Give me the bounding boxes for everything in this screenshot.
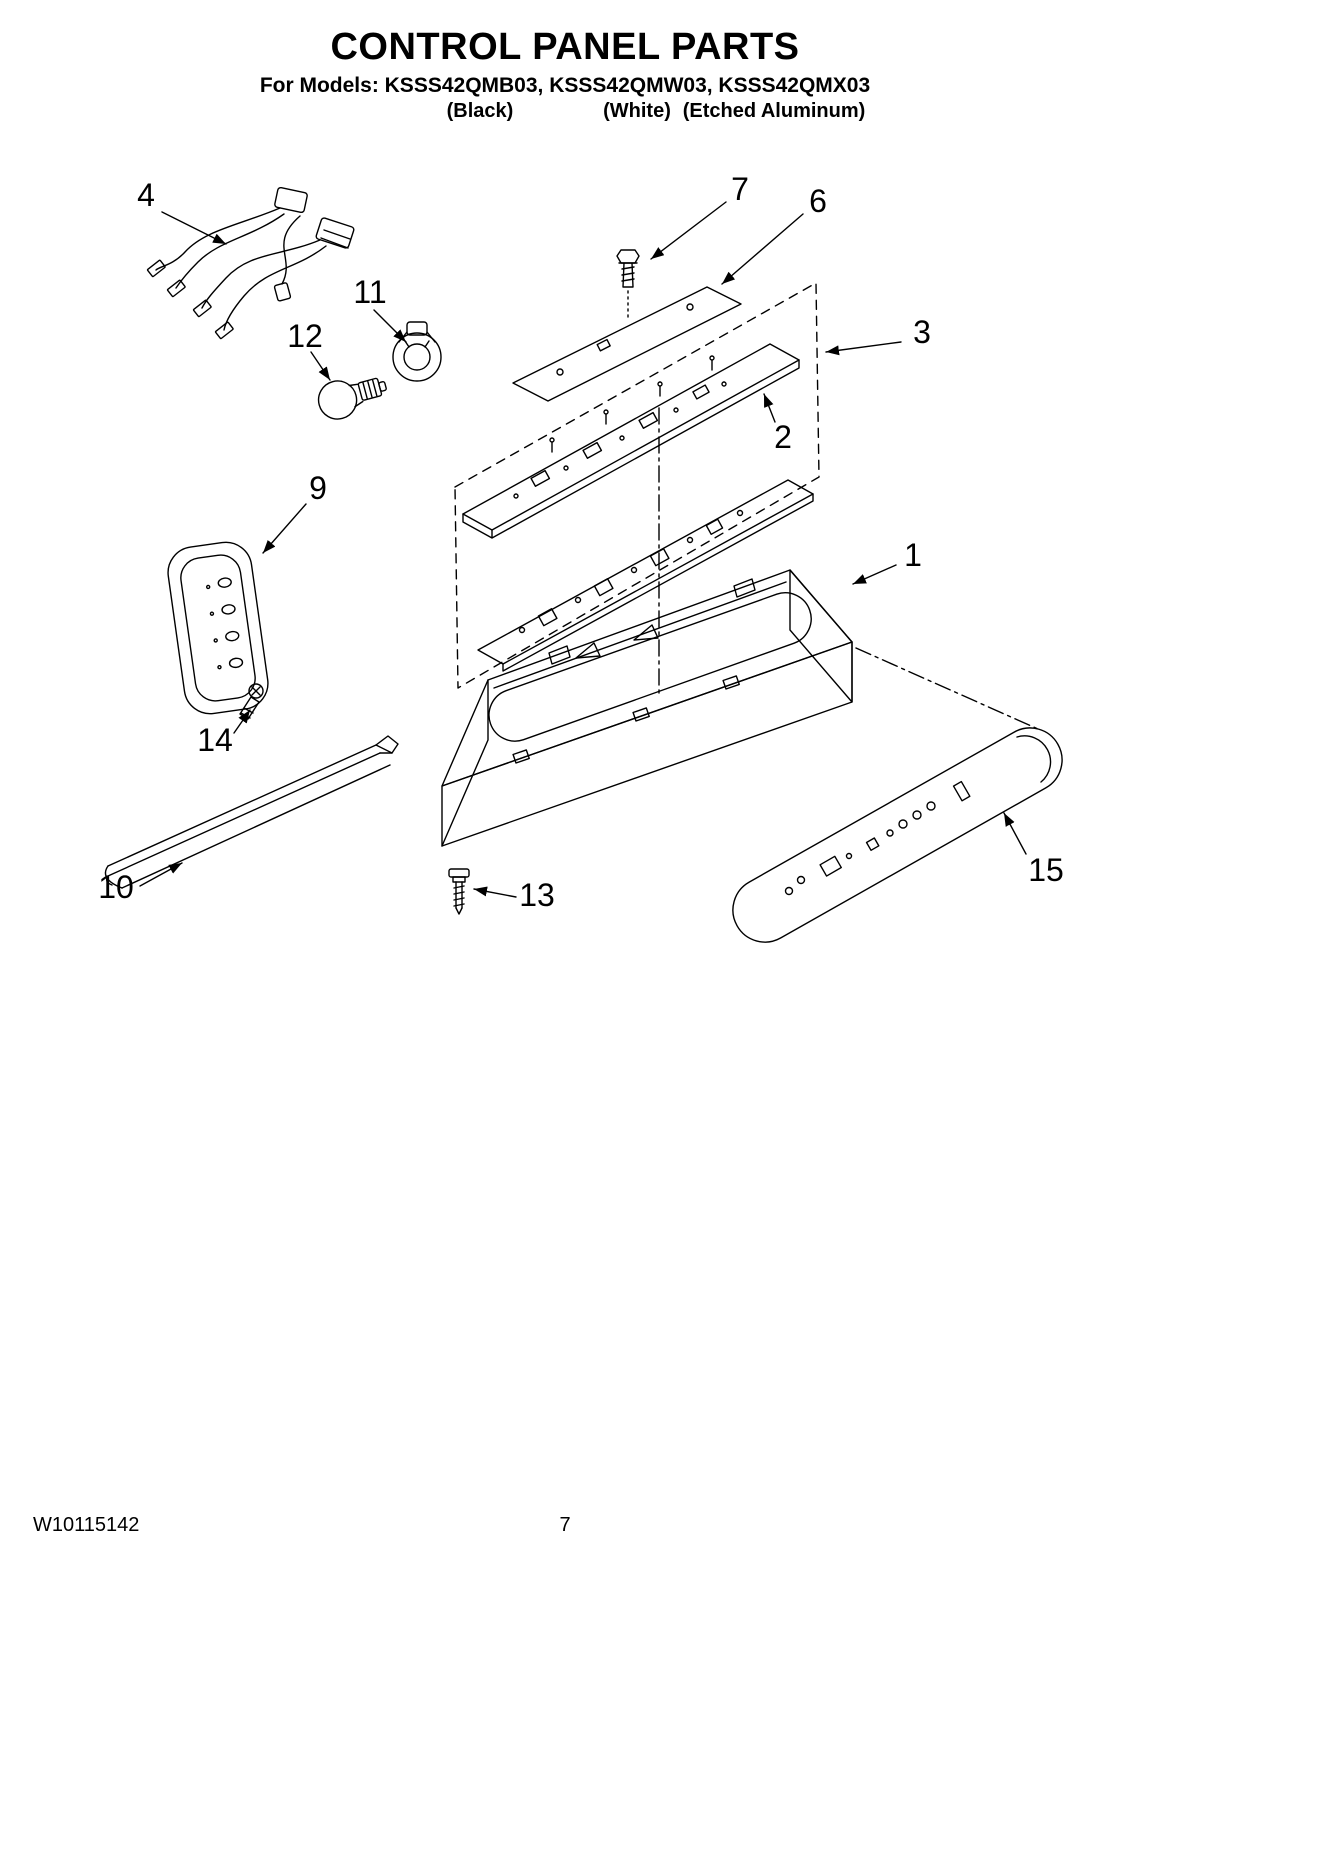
callout-10-label: 10 — [98, 869, 134, 905]
part-11-lamp-socket — [392, 321, 442, 382]
part-1-console-housing — [441, 569, 853, 847]
callout-10: 10 — [98, 862, 183, 905]
callout-14-label: 14 — [197, 722, 233, 758]
callout-13-label: 13 — [519, 877, 555, 913]
callout-13: 13 — [473, 877, 555, 913]
page-number: 7 — [559, 1514, 571, 1536]
part-2-membrane-panel — [477, 479, 814, 672]
models-line: For Models: KSSS42QMB03, KSSS42QMW03, KS… — [259, 74, 871, 97]
callout-6: 6 — [721, 183, 827, 285]
page-title: CONTROL PANEL PARTS — [330, 26, 800, 68]
callout-4: 4 — [137, 177, 227, 245]
part-13-screw — [448, 868, 470, 915]
callout-9-label: 9 — [309, 470, 327, 506]
part-12-light-bulb — [317, 377, 387, 420]
alignment-centerlines — [658, 407, 1039, 730]
part-7-screw — [616, 249, 640, 318]
document-number: W10115142 — [33, 1514, 140, 1536]
callout-9: 9 — [262, 470, 327, 554]
callout-1-label: 1 — [904, 537, 922, 573]
callout-6-label: 6 — [809, 183, 827, 219]
callout-11-label: 11 — [353, 274, 386, 310]
color-label-black: (Black) — [446, 100, 514, 122]
callout-7-label: 7 — [731, 171, 749, 207]
part-2-circuit-board — [462, 343, 800, 539]
callout-2-label: 2 — [774, 419, 792, 455]
part-15-control-panel-overlay — [732, 727, 1063, 943]
callout-3-label: 3 — [913, 314, 931, 350]
callout-1: 1 — [852, 537, 922, 585]
part-3-dashed-assembly-outline — [454, 282, 820, 689]
callout-12-label: 12 — [287, 318, 323, 354]
color-label-etched-aluminum: (Etched Aluminum) — [682, 100, 866, 122]
part-9-end-cap — [167, 541, 269, 715]
callouts: 4 7 6 11 12 3 — [98, 171, 1064, 913]
part-6-cover-plate — [512, 286, 742, 402]
color-label-white: (White) — [603, 100, 671, 122]
callout-14: 14 — [197, 709, 251, 758]
callout-7: 7 — [650, 171, 749, 260]
part-4-wire-harness — [146, 186, 355, 340]
callout-12: 12 — [287, 318, 331, 381]
callout-2: 2 — [763, 393, 792, 455]
part-10-trim-strip — [104, 735, 399, 889]
callout-4-label: 4 — [137, 177, 155, 213]
callout-11: 11 — [353, 274, 407, 343]
callout-15: 15 — [1003, 812, 1064, 888]
callout-15-label: 15 — [1028, 852, 1064, 888]
callout-3: 3 — [825, 314, 931, 356]
